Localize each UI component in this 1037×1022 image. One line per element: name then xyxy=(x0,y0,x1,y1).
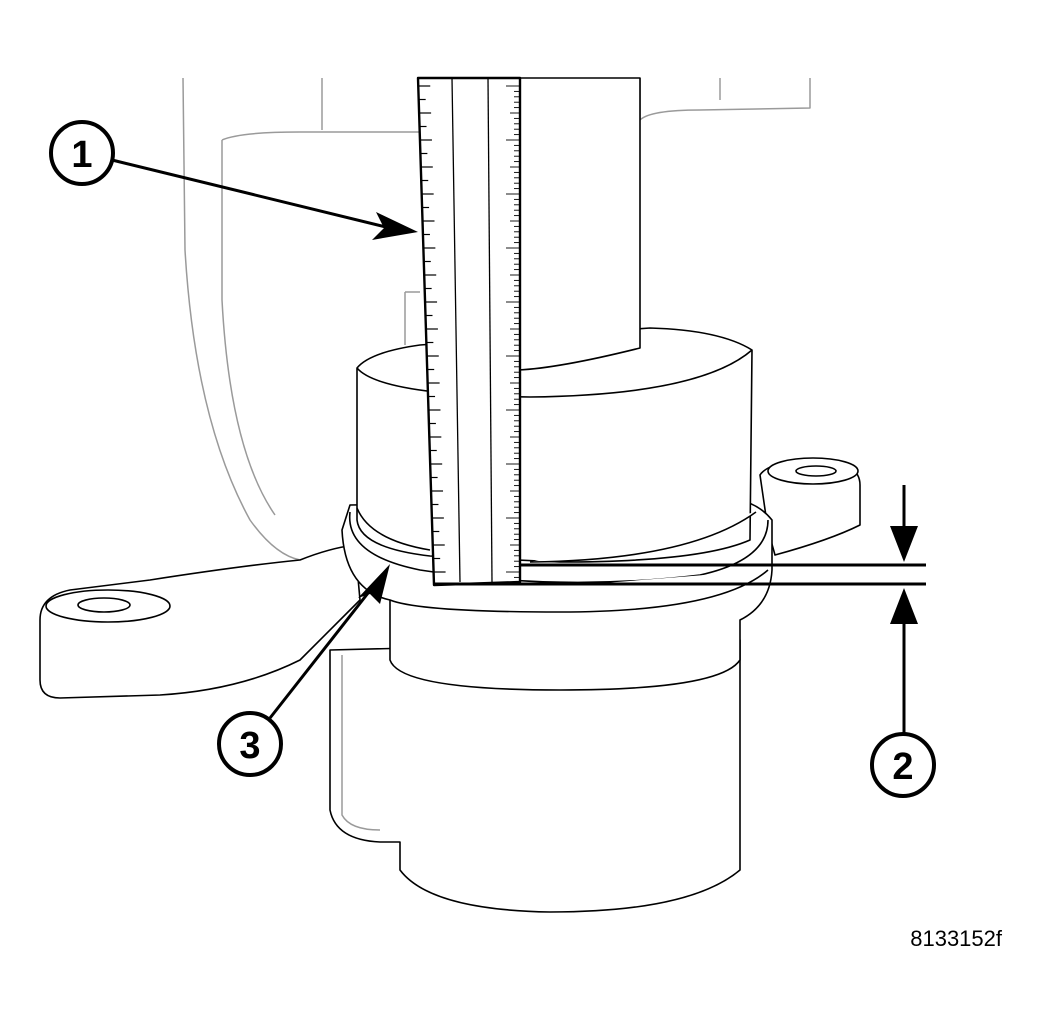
callout-3-label: 3 xyxy=(239,725,260,767)
ruler-ticks-left xyxy=(418,85,446,573)
housing-outline xyxy=(39,77,861,913)
callout-3: 3 xyxy=(217,711,283,777)
callout-2: 2 xyxy=(870,732,936,798)
leader-arrow-1 xyxy=(111,158,418,240)
callout-2-label: 2 xyxy=(892,746,913,788)
callout-1: 1 xyxy=(49,120,115,186)
ruler-ticks-right xyxy=(506,85,520,578)
leader-arrow-3 xyxy=(268,564,390,719)
callout-1-label: 1 xyxy=(71,134,92,176)
gap-lines xyxy=(434,563,926,586)
dimension-arrows xyxy=(890,485,918,735)
ruler xyxy=(416,76,522,587)
figure-id: 8133152f xyxy=(910,926,1003,951)
